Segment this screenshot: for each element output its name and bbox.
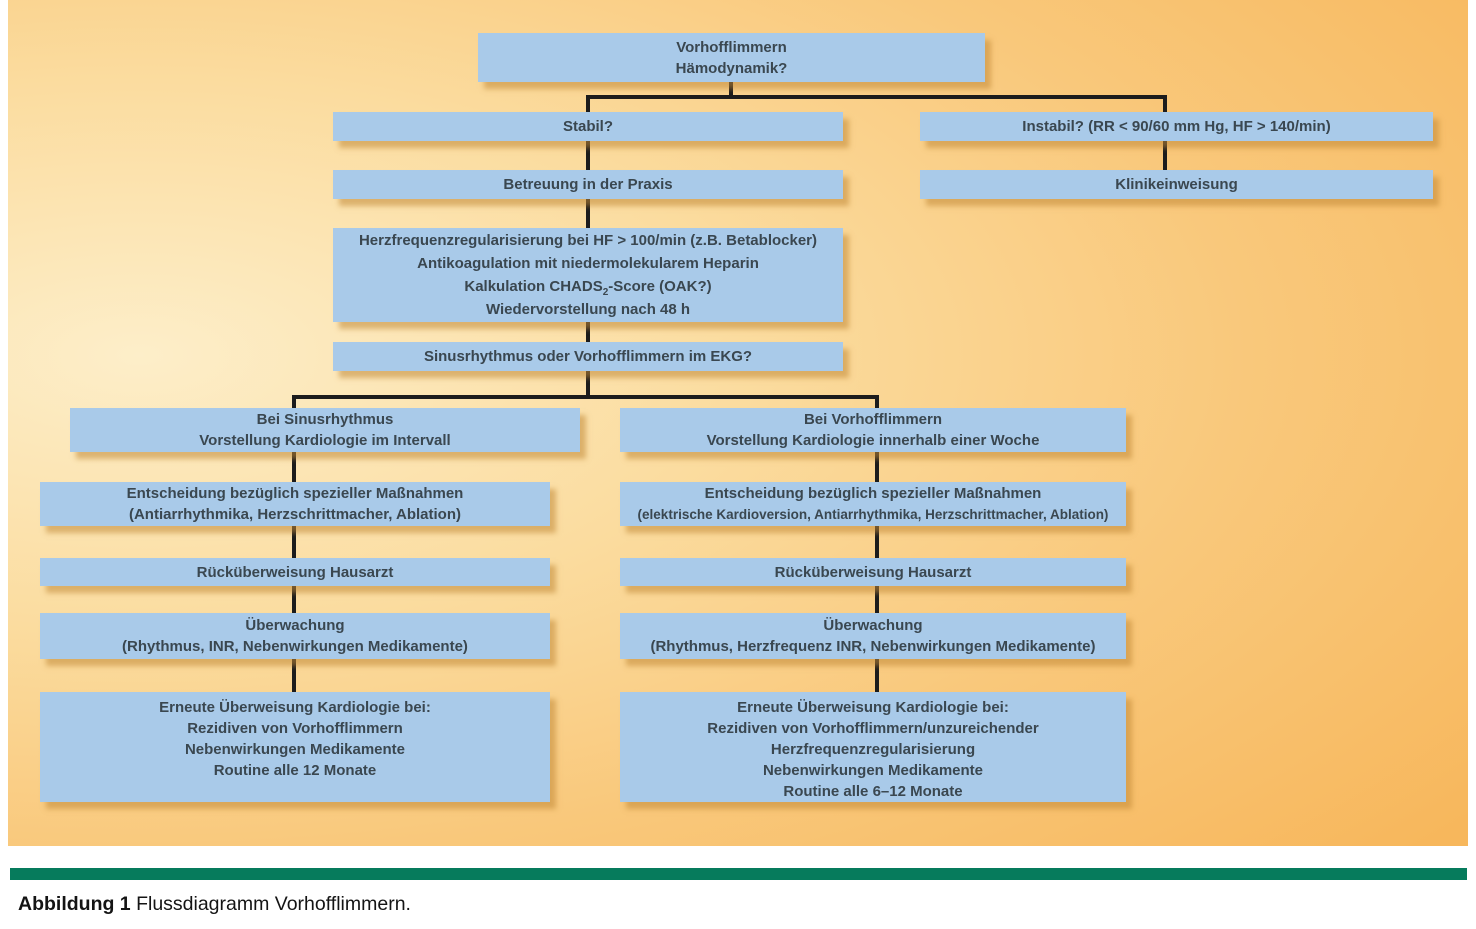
node-ekg-frage: Sinusrhythmus oder Vorhofflimmern im EKG… (333, 342, 843, 371)
figure-caption-text: Flussdiagramm Vorhofflimmern. (130, 893, 411, 915)
connector-right-2 (875, 526, 879, 558)
node-klinikeinweisung: Klinikeinweisung (920, 170, 1433, 199)
node-sinus-ueberwachung-line1: Überwachung (245, 617, 345, 634)
node-sinus-ueberwachung: Überwachung (Rhythmus, INR, Nebenwirkung… (40, 613, 550, 659)
node-vhf-erneute-line4: Nebenwirkungen Medikamente (762, 762, 984, 779)
connector-root-stem (729, 82, 733, 99)
node-sinus-entscheidung-line1: Entscheidung bezüglich spezieller Maßnah… (126, 485, 464, 502)
node-sinus-entscheidung-line2: (Antiarrhythmika, Herzschrittmacher, Abl… (128, 506, 461, 523)
connector-ekg-split-stem (586, 370, 590, 399)
node-vhf-erneute-line1: Erneute Überweisung Kardiologie bei: (737, 699, 1009, 716)
node-vhf-header: Bei Vorhofflimmern Vorstellung Kardiolog… (620, 408, 1126, 452)
node-klinikeinweisung-label: Klinikeinweisung (1115, 176, 1238, 193)
node-vhf-ueberwachung: Überwachung (Rhythmus, Herzfrequenz INR,… (620, 613, 1126, 659)
chads-post: -Score (OAK?) (608, 278, 712, 295)
node-vhf-header-line2: Vorstellung Kardiologie innerhalb einer … (706, 432, 1040, 449)
node-sinus-erneute-line1: Erneute Überweisung Kardiologie bei: (159, 699, 431, 716)
node-vhf-ueberwachung-line2: (Rhythmus, Herzfrequenz INR, Nebenwirkun… (650, 638, 1096, 655)
node-root: Vorhofflimmern Hämodynamik? (478, 33, 985, 82)
node-sinus-header: Bei Sinusrhythmus Vorstellung Kardiologi… (70, 408, 580, 452)
node-vhf-entscheidung-line2: (elektrische Kardioversion, Antiarrhythm… (637, 507, 1109, 522)
node-stabil: Stabil? (333, 112, 843, 141)
connector-instabil-klinik (1163, 140, 1167, 170)
node-sinus-header-line1: Bei Sinusrhythmus (256, 411, 394, 428)
node-management: Herzfrequenzregularisierung bei HF > 100… (333, 228, 843, 322)
node-sinus-rueckueberweisung: Rücküberweisung Hausarzt (40, 558, 550, 586)
node-sinus-erneute-line4: Routine alle 12 Monate (213, 762, 377, 779)
node-vhf-entscheidung-line1: Entscheidung bezüglich spezieller Maßnah… (704, 485, 1042, 502)
chads-subscript: 2 (602, 287, 609, 298)
connector-instabil-stem (1163, 95, 1167, 112)
node-vhf-header-line1: Bei Vorhofflimmern (803, 411, 943, 428)
connector-management-ekg (586, 322, 590, 342)
node-vhf-erneute-line3: Herzfrequenzregularisierung (770, 741, 976, 758)
connector-right-1 (875, 452, 879, 482)
node-vhf-erneute: Erneute Überweisung Kardiologie bei: Rez… (620, 692, 1126, 802)
figure-caption: Abbildung 1 Flussdiagramm Vorhofflimmern… (18, 893, 411, 916)
connector-left-header-stem (292, 395, 296, 408)
node-management-line2: Antikoagulation mit niedermolekularem He… (417, 255, 759, 272)
node-vhf-rueckueberweisung-label: Rücküberweisung Hausarzt (774, 563, 972, 581)
node-sinus-rueckueberweisung-label: Rücküberweisung Hausarzt (196, 563, 394, 581)
node-vhf-ueberwachung-line1: Überwachung (823, 617, 923, 634)
node-betreuung-praxis: Betreuung in der Praxis (333, 170, 843, 199)
node-sinus-erneute: Erneute Überweisung Kardiologie bei: Rez… (40, 692, 550, 802)
connector-stabil-betreuung (586, 140, 590, 170)
connector-right-header-stem (875, 395, 879, 408)
node-vhf-erneute-line2: Rezidiven von Vorhofflimmern/unzureichen… (707, 720, 1039, 737)
node-management-line4: Wiedervorstellung nach 48 h (485, 301, 691, 318)
connector-right-4 (875, 659, 879, 692)
connector-right-3 (875, 586, 879, 613)
node-sinus-header-line2: Vorstellung Kardiologie im Intervall (199, 432, 451, 449)
node-sinus-ueberwachung-line2: (Rhythmus, INR, Nebenwirkungen Medikamen… (122, 638, 468, 655)
connector-top-split (586, 95, 1167, 99)
node-instabil-label: Instabil? (RR < 90/60 mm Hg, HF > 140/mi… (1022, 118, 1331, 135)
node-ekg-frage-label: Sinusrhythmus oder Vorhofflimmern im EKG… (423, 348, 753, 365)
connector-betreuung-management (586, 198, 590, 228)
node-management-line1: Herzfrequenzregularisierung bei HF > 100… (358, 232, 818, 249)
node-vhf-rueckueberweisung: Rücküberweisung Hausarzt (620, 558, 1126, 586)
chads-pre: Kalkulation CHADS (464, 278, 603, 295)
node-vhf-erneute-line5: Routine alle 6–12 Monate (783, 783, 963, 800)
figure-caption-label: Abbildung 1 (18, 893, 131, 915)
node-root-line2: Hämodynamik? (675, 59, 788, 77)
node-sinus-entscheidung: Entscheidung bezüglich spezieller Maßnah… (40, 482, 550, 526)
node-root-line1: Vorhofflimmern (676, 38, 787, 56)
connector-stabil-stem (586, 95, 590, 112)
node-management-line3: Kalkulation CHADS2-Score (OAK?) (333, 275, 843, 298)
connector-left-3 (292, 586, 296, 613)
node-stabil-label: Stabil? (562, 118, 613, 135)
connector-bottom-split (292, 395, 879, 399)
node-sinus-erneute-line2: Rezidiven von Vorhofflimmern (187, 720, 403, 737)
node-vhf-entscheidung: Entscheidung bezüglich spezieller Maßnah… (620, 482, 1126, 526)
node-instabil: Instabil? (RR < 90/60 mm Hg, HF > 140/mi… (920, 112, 1433, 141)
connector-left-4 (292, 659, 296, 692)
caption-divider-bar (10, 868, 1467, 880)
connector-left-1 (292, 452, 296, 482)
connector-left-2 (292, 526, 296, 558)
node-betreuung-label: Betreuung in der Praxis (503, 176, 673, 193)
node-sinus-erneute-line3: Nebenwirkungen Medikamente (184, 741, 406, 758)
